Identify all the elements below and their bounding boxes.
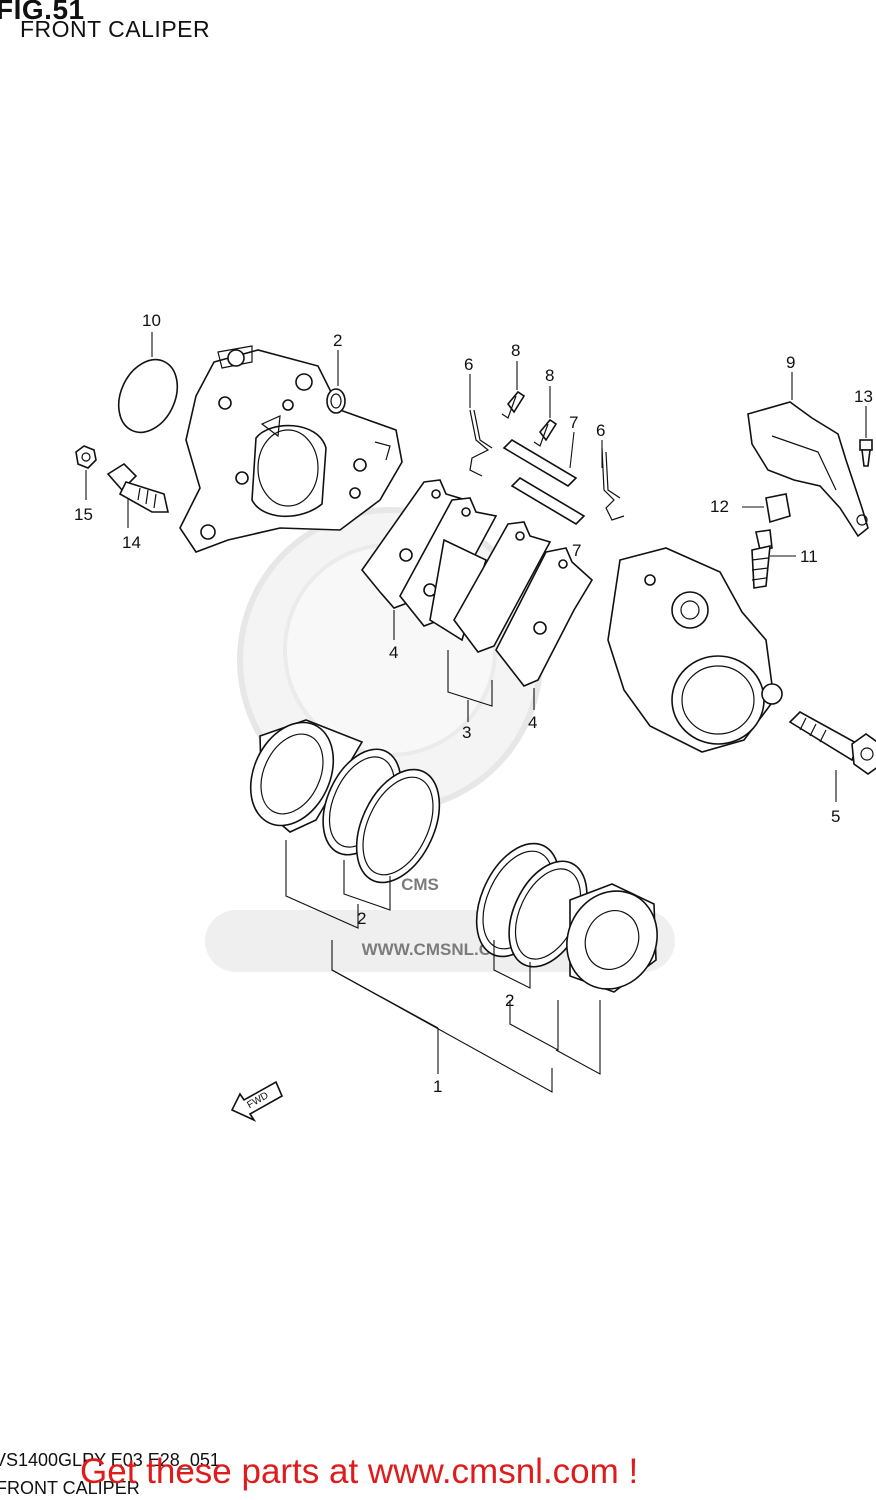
- part-9-caliper-cover: [747, 401, 869, 538]
- callout-5: 5: [831, 807, 840, 826]
- callout-15: 15: [74, 505, 93, 524]
- callout-1: 1: [433, 1077, 442, 1096]
- figure-title: FRONT CALIPER: [20, 16, 211, 42]
- footer-title: FRONT CALIPER: [0, 1478, 140, 1498]
- part-6-clip-right: [601, 447, 625, 521]
- part-8-pin-b: [533, 418, 558, 447]
- callout-12: 12: [710, 497, 729, 516]
- callout-7-b: 7: [572, 541, 581, 560]
- dust-seal-left: [355, 768, 441, 884]
- part-7-pad-pin-b: [510, 476, 586, 526]
- watermark-logo: CMS: [401, 875, 439, 894]
- part-12-bleeder-cap: [765, 493, 791, 524]
- piston-left: [249, 719, 364, 833]
- part-11-bleeder-valve: [751, 529, 773, 589]
- callout-11: 11: [800, 547, 818, 566]
- callout-4-left: 4: [389, 643, 398, 662]
- figure-number: FIG.51: [0, 0, 85, 25]
- brake-pads: [360, 479, 594, 687]
- callout-14: 14: [122, 533, 141, 552]
- part-13-screw: [859, 439, 873, 467]
- caliper-body-right: [607, 547, 783, 753]
- callout-9: 9: [786, 353, 795, 372]
- footer-model-code: VS1400GLPY E03 E28_051: [0, 1450, 220, 1470]
- callout-4-right: 4: [528, 713, 537, 732]
- piston-right: [566, 883, 658, 993]
- callout-2-left: 2: [357, 909, 366, 928]
- part-14-bolt: [106, 462, 169, 513]
- fwd-arrow-icon: FWD: [230, 1080, 284, 1122]
- callout-3: 3: [462, 723, 471, 742]
- part-2-small-seal: [326, 388, 346, 414]
- callout-2-right: 2: [505, 991, 514, 1010]
- callout-6-left: 6: [464, 355, 473, 374]
- caliper-body-left: [179, 345, 403, 553]
- part-15-nut: [75, 445, 97, 469]
- part-7-pad-pin-a: [502, 438, 578, 488]
- callout-labels: 10 2 6 8 8 7 6 9 13 15 14 12 11 7 4 3 4 …: [74, 311, 873, 1096]
- callout-8-a: 8: [511, 341, 520, 360]
- callout-13: 13: [854, 387, 873, 406]
- part-6-clip-left: [469, 409, 493, 477]
- part-10-seal-ring: [117, 358, 179, 434]
- part-5-mounting-bolt: [788, 711, 876, 775]
- callout-10: 10: [142, 311, 161, 330]
- promo-link[interactable]: Get these parts at www.cmsnl.com !: [80, 1452, 639, 1491]
- watermark-url: WWW.CMSNL.COM: [362, 940, 519, 959]
- callout-2-top: 2: [333, 331, 342, 350]
- callout-8-b: 8: [545, 366, 554, 385]
- callout-6-right: 6: [596, 421, 605, 440]
- callout-7-a: 7: [569, 413, 578, 432]
- part-8-pin-a: [501, 390, 526, 419]
